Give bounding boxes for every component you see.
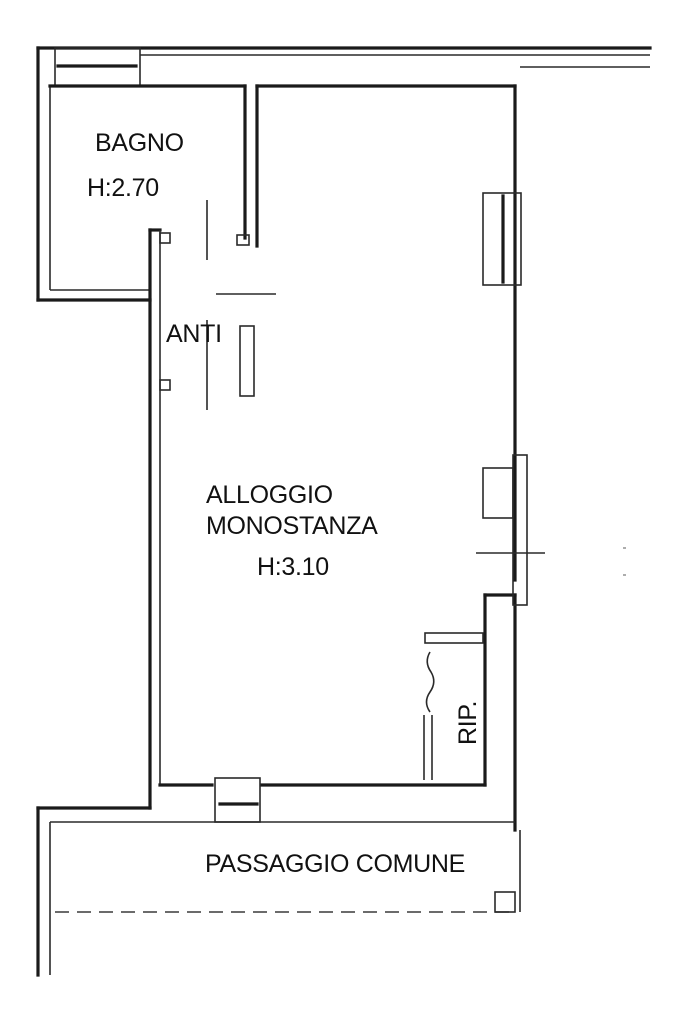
bathroom-window xyxy=(54,47,141,87)
main-room-walls xyxy=(148,84,517,832)
faint-marks xyxy=(623,547,626,576)
monostanza-label: MONOSTANZA xyxy=(206,512,378,540)
common-passage xyxy=(36,806,521,977)
right-window-lower xyxy=(476,454,545,606)
bagno-height-label: H:2.70 xyxy=(87,174,159,202)
entrance-door xyxy=(212,777,262,823)
passaggio-label: PASSAGGIO COMUNE xyxy=(205,850,465,878)
alloggio-label: ALLOGGIO xyxy=(206,481,333,509)
ripostiglio-label: RIP. xyxy=(454,701,482,745)
bathroom-door-jamb xyxy=(159,232,250,246)
top-exterior-wall xyxy=(36,46,652,68)
door-lines xyxy=(159,200,276,410)
right-window-upper xyxy=(482,192,522,286)
bagno-label: BAGNO xyxy=(95,129,184,157)
alloggio-height-label: H:3.10 xyxy=(257,553,329,581)
bathroom-walls xyxy=(36,46,247,302)
storage-closet xyxy=(423,632,484,780)
anti-label: ANTI xyxy=(166,320,222,348)
